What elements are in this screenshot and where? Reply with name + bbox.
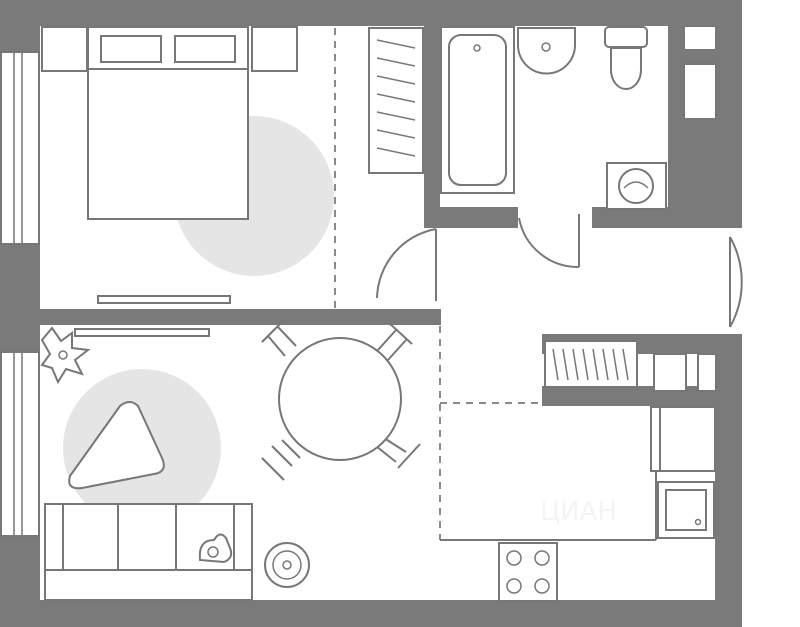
watermark: ЦИАН: [540, 497, 617, 527]
wardrobe-icon: [368, 27, 424, 174]
chair-icon: [261, 439, 301, 481]
stove-icon: [498, 542, 558, 602]
bedroom-shelf: [97, 295, 231, 304]
shafts: [653, 25, 717, 392]
coffee-table-icon: [68, 401, 165, 490]
door-bedroom[interactable]: [376, 228, 437, 301]
windows: [0, 51, 40, 537]
zone-dividers: [334, 28, 542, 540]
shaft-3: [653, 353, 687, 392]
kitchen-counter: [440, 472, 657, 541]
toilet-icon: [604, 26, 648, 90]
fridge-icon: [650, 406, 716, 472]
wall-bottom: [0, 600, 742, 627]
wall-bath-left: [424, 0, 440, 228]
wall-top: [0, 0, 742, 26]
plant-icon: [40, 326, 91, 385]
shaft-2: [683, 63, 717, 120]
wall-left-upper: [0, 0, 40, 52]
kitchen-wardrobe-icon: [544, 340, 638, 388]
chair-icon: [377, 321, 413, 361]
window-bedroom: [0, 51, 40, 245]
sink-icon: [517, 27, 576, 75]
wall-bath-bottom-right: [592, 207, 742, 228]
wall-kitchen-niche: [542, 386, 742, 406]
door-bathroom[interactable]: [518, 214, 580, 269]
dining-table-icon: [261, 319, 421, 481]
shaft-4: [697, 353, 717, 392]
wall-right-lower: [715, 334, 742, 627]
bed-icon: [41, 26, 298, 220]
door-entrance[interactable]: [729, 236, 743, 328]
kitchen-sink-icon: [657, 481, 715, 539]
wall-bath-bottom-left: [424, 207, 518, 228]
cat-icon: [198, 533, 233, 564]
wall-left-mid: [0, 244, 40, 352]
wall-bedroom-living: [40, 309, 441, 325]
doors: [376, 214, 743, 328]
robot-vacuum-icon: [264, 542, 310, 588]
window-living-room: [0, 351, 40, 537]
bathtub-icon: [440, 26, 515, 194]
chair-icon: [261, 319, 297, 357]
sofa-icon: [44, 503, 253, 601]
living-room-shelf: [74, 328, 210, 337]
chair-icon: [375, 437, 421, 469]
shaft-1: [683, 25, 717, 51]
washing-machine-icon: [606, 162, 667, 210]
